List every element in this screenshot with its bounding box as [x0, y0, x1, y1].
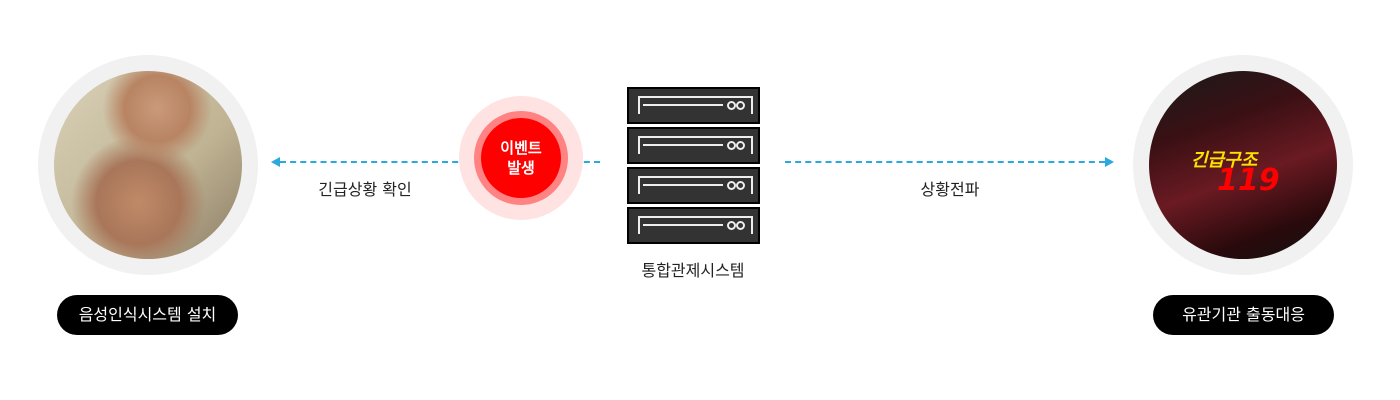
logo-text: 긴급구조 — [1191, 150, 1258, 171]
event-line1: 이벤트 — [500, 139, 542, 157]
emergency-check-label: 긴급상황 확인 — [318, 180, 412, 199]
patient-photo — [54, 71, 242, 259]
arrow-line-left — [280, 161, 600, 163]
situation-spread-label: 상황전파 — [920, 180, 980, 199]
agency-dispatch-label: 유관기관 출동대응 — [1153, 295, 1334, 335]
arrow-line-right — [785, 161, 1105, 163]
firetruck-photo: 긴급구조 119 — [1149, 71, 1337, 259]
event-line2: 발생 — [507, 159, 535, 177]
arrow-head-left-icon — [271, 157, 280, 167]
arrow-head-right-icon — [1105, 157, 1114, 167]
control-system-label: 통합관제시스템 — [641, 261, 745, 280]
event-badge-core: 이벤트 발생 — [481, 118, 561, 198]
voice-recognition-label: 음성인식시스템 설치 — [57, 295, 238, 335]
logo-number: 119 — [1217, 163, 1280, 198]
